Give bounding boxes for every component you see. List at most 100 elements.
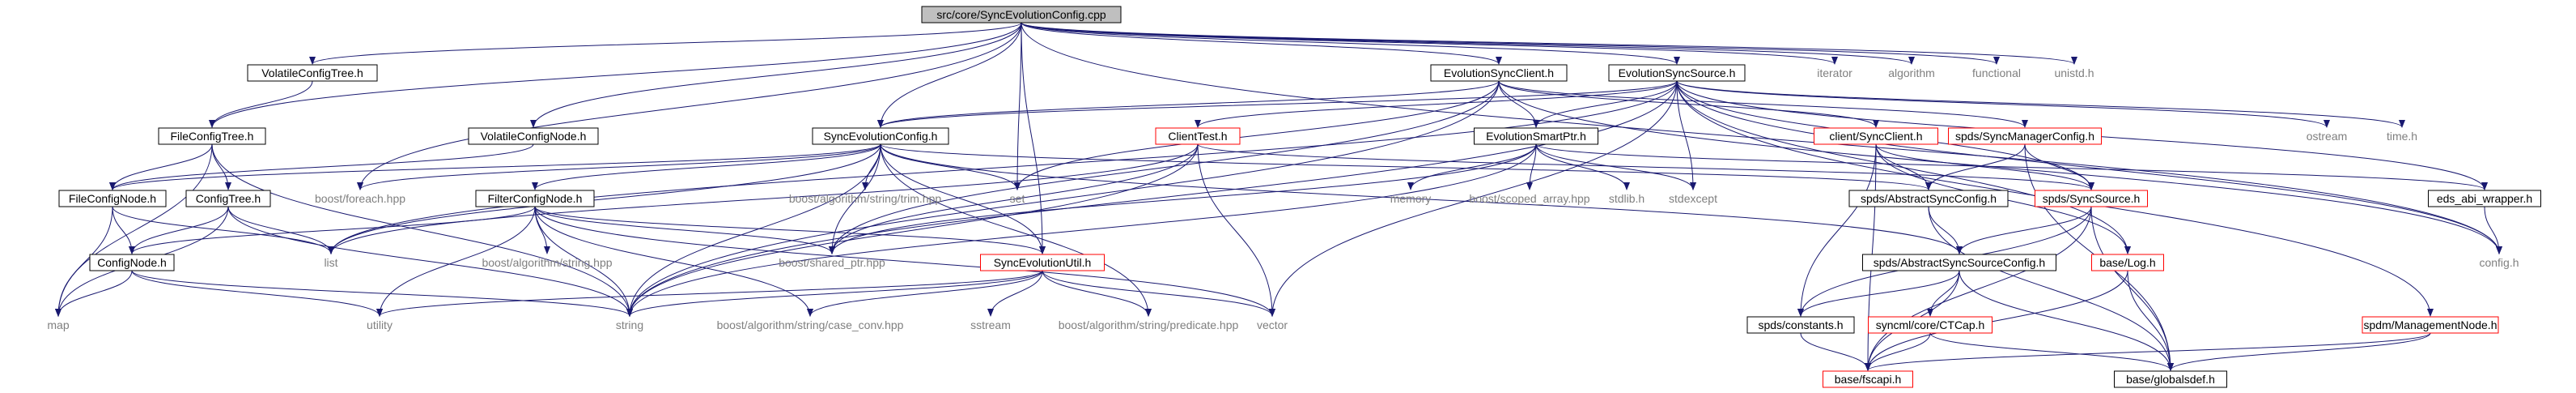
edge-clienttest-to-string	[626, 143, 1199, 317]
edge-clienttest-to-syncsource	[1197, 143, 2094, 190]
edge-root-to-boostforeach	[357, 22, 1022, 190]
node-box	[58, 190, 167, 207]
edge-confignode-to-utility	[131, 270, 383, 317]
node-box	[812, 127, 949, 145]
node-label: SyncEvolutionConfig.h	[824, 130, 938, 143]
node-memory: memory	[1390, 192, 1432, 205]
node-label: boost/algorithm/string.hpp	[482, 256, 612, 269]
edge-evolutionsmartptr-to-stdexcept	[1535, 143, 1696, 190]
edge-root-to-syncevolutionconfig	[877, 22, 1022, 128]
edge-evolutionsmartptr-to-stdlib	[1535, 143, 1630, 190]
node-fileconfigtree[interactable]: FileConfigTree.h	[158, 127, 266, 145]
edge-filterconfignode-to-syncevolutionutil	[534, 206, 1046, 254]
node-syncevolutionutil[interactable]: SyncEvolutionUtil.h	[980, 254, 1105, 271]
edge-evolutionsyncclient-to-string	[626, 80, 1500, 317]
node-label: utility	[367, 318, 393, 331]
node-edsabi[interactable]: eds_abi_wrapper.h	[2428, 190, 2541, 207]
node-boosttrim: boost/algorithm/string/trim.hpp	[789, 192, 942, 205]
node-evolutionsyncsource[interactable]: EvolutionSyncSource.h	[1608, 64, 1746, 82]
node-globalsdef[interactable]: base/globalsdef.h	[2114, 370, 2227, 388]
node-configtree[interactable]: ConfigTree.h	[185, 190, 271, 207]
node-label: eds_abi_wrapper.h	[2437, 192, 2532, 205]
edge-syncevolutionutil-to-boostpredicate	[1042, 270, 1152, 317]
node-syncevolutionconfig[interactable]: SyncEvolutionConfig.h	[812, 127, 949, 145]
node-fileconfignode[interactable]: FileConfigNode.h	[58, 190, 167, 207]
node-label: boost/foreach.hpp	[315, 192, 405, 205]
node-box	[1848, 190, 2009, 207]
node-vector: vector	[1257, 318, 1288, 331]
node-boostpredicate: boost/algorithm/string/predicate.hpp	[1059, 318, 1239, 331]
edge-syncmanagerconfig-to-syncsource	[2024, 143, 2094, 190]
edge-filterconfignode-to-vector	[534, 206, 1275, 317]
node-boostforeach: boost/foreach.hpp	[315, 192, 405, 205]
edge-syncevolutionutil-to-boostcaseconv	[807, 270, 1043, 317]
node-sstream: sstream	[970, 318, 1011, 331]
node-label: spds/AbstractSyncConfig.h	[1861, 192, 1997, 205]
node-label: iterator	[1817, 66, 1852, 79]
edge-evolutionsmartptr-to-boostshared	[829, 143, 1537, 254]
node-evolutionsmartptr[interactable]: EvolutionSmartPtr.h	[1474, 127, 1598, 145]
node-volatileconfignode[interactable]: VolatileConfigNode.h	[468, 127, 599, 145]
edge-syncevolutionutil-to-sstream	[987, 270, 1043, 317]
edge-evolutionsyncsource-to-evolutionsmartptr	[1533, 80, 1678, 128]
node-managementnode[interactable]: spdm/ManagementNode.h	[2362, 316, 2499, 334]
node-clientsyncclient[interactable]: client/SyncClient.h	[1814, 127, 1938, 145]
node-root[interactable]: src/core/SyncEvolutionConfig.cpp	[921, 6, 1122, 23]
node-functional: functional	[1972, 66, 2021, 79]
node-box	[1823, 370, 1913, 388]
edge-abstractsyncconfig-to-abstractsyncsourceconfig	[1928, 206, 1963, 254]
node-label: EvolutionSyncSource.h	[1619, 66, 1736, 79]
node-box	[475, 190, 595, 207]
node-box	[921, 6, 1122, 23]
edge-evolutionsyncclient-to-boostshared	[829, 80, 1500, 254]
node-box	[185, 190, 271, 207]
node-fscapi[interactable]: base/fscapi.h	[1823, 370, 1913, 388]
node-box	[1814, 127, 1938, 145]
node-filterconfignode[interactable]: FilterConfigNode.h	[475, 190, 595, 207]
node-evolutionsyncclient[interactable]: EvolutionSyncClient.h	[1430, 64, 1568, 82]
node-abstractsyncsourceconfig[interactable]: spds/AbstractSyncSourceConfig.h	[1862, 254, 2056, 271]
edge-syncevolutionconfig-to-set	[880, 143, 1021, 190]
node-ostream: ostream	[2307, 130, 2348, 143]
edge-root-to-evolutionsyncsource	[1021, 22, 1680, 65]
node-baselog[interactable]: base/Log.h	[2091, 254, 2164, 271]
node-label: spds/SyncSource.h	[2043, 192, 2141, 205]
node-label: functional	[1972, 66, 2021, 79]
edge-evolutionsyncsource-to-syncevolutionconfig	[877, 80, 1678, 128]
node-syncsource[interactable]: spds/SyncSource.h	[2035, 190, 2148, 207]
node-ctcap[interactable]: syncml/core/CTCap.h	[1868, 316, 1992, 334]
edge-edsabi-to-configh	[2484, 206, 2502, 254]
node-label: boost/scoped_array.hpp	[1469, 192, 1589, 205]
node-spdsconstants[interactable]: spds/constants.h	[1746, 316, 1855, 334]
edge-baselog-to-globalsdef	[2127, 270, 2174, 371]
node-confignode[interactable]: ConfigNode.h	[89, 254, 175, 271]
node-box	[1862, 254, 2056, 271]
edge-root-to-volatileconfigtree	[309, 22, 1022, 65]
edge-evolutionsyncclient-to-configh	[1498, 80, 2502, 254]
node-clienttest[interactable]: ClientTest.h	[1155, 127, 1241, 145]
node-unistd: unistd.h	[2054, 66, 2094, 79]
edge-syncevolutionconfig-to-abstractsyncconfig	[880, 143, 1932, 190]
edge-ctcap-to-globalsdef	[1929, 332, 2174, 371]
node-syncmanagerconfig[interactable]: spds/SyncManagerConfig.h	[1948, 127, 2102, 145]
node-abstractsyncconfig[interactable]: spds/AbstractSyncConfig.h	[1848, 190, 2009, 207]
edge-clienttest-to-boostshared	[829, 143, 1199, 254]
edge-clienttest-to-list	[328, 143, 1199, 254]
node-label: boost/algorithm/string/predicate.hpp	[1059, 318, 1239, 331]
edge-managementnode-to-globalsdef	[2167, 332, 2431, 371]
edge-volatileconfignode-to-fileconfignode	[109, 143, 534, 190]
edge-evolutionsyncsource-to-list	[328, 80, 1678, 254]
node-label: memory	[1390, 192, 1432, 205]
node-label: list	[324, 256, 337, 269]
edge-configtree-to-list	[227, 206, 334, 254]
dependency-nodes: src/core/SyncEvolutionConfig.cppVolatile…	[47, 6, 2541, 388]
edge-evolutionsyncclient-to-syncmanagerconfig	[1498, 80, 2028, 128]
node-box	[1948, 127, 2102, 145]
edge-filterconfignode-to-boostcaseconv	[534, 206, 813, 317]
edge-fileconfigtree-to-configtree	[211, 143, 231, 190]
node-list: list	[324, 256, 337, 269]
node-label: stdexcept	[1669, 192, 1717, 205]
edge-syncsource-to-abstractsyncsourceconfig	[1956, 206, 2092, 254]
edge-evolutionsyncclient-to-set	[1014, 80, 1500, 190]
node-volatileconfigtree[interactable]: VolatileConfigTree.h	[247, 64, 378, 82]
